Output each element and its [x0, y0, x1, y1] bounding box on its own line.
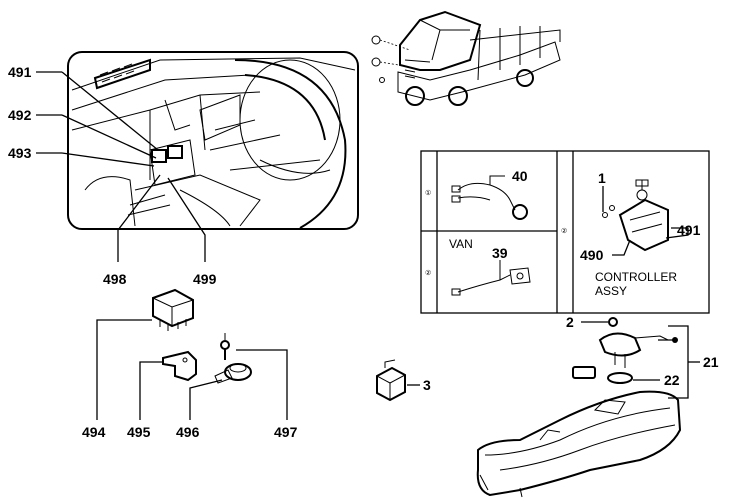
fuel-tank: [476, 390, 682, 498]
marker-1-top: ①: [425, 189, 431, 197]
relay-3-part: [376, 359, 406, 402]
callout-40: 40: [512, 168, 528, 184]
marker-2-controller: ②: [561, 227, 567, 235]
callout-22: 22: [664, 372, 680, 388]
callout-493: 493: [8, 145, 32, 161]
callout-21: 21: [703, 354, 719, 370]
truck-illustration: [397, 10, 561, 106]
callout-499: 499: [193, 271, 217, 287]
callout-1: 1: [598, 170, 606, 186]
controller-label-line1: CONTROLLER: [595, 270, 677, 284]
callout-498: 498: [103, 271, 127, 287]
callout-494: 494: [82, 424, 106, 440]
truck-markers: [371, 35, 411, 83]
fuel-pump: [572, 317, 669, 384]
controller-assy: [602, 179, 669, 252]
callout-495: 495: [127, 424, 151, 440]
callout-490: 490: [580, 247, 604, 263]
callout-496: 496: [176, 424, 200, 440]
bracket-part: [162, 350, 197, 382]
callout-491: 491: [8, 64, 32, 80]
van-label: VAN: [449, 237, 473, 251]
relay-part: [152, 288, 194, 331]
screw-part: [220, 333, 230, 360]
harness-39: [451, 260, 531, 296]
callout-497: 497: [274, 424, 298, 440]
harness-box: [420, 150, 710, 314]
callout-492: 492: [8, 107, 32, 123]
callout-491-controller: 491: [677, 222, 701, 238]
controller-label-line2: ASSY: [595, 284, 627, 298]
harness-40: [451, 175, 528, 220]
inset-leader-lines: [36, 71, 206, 262]
dashboard-inset: [67, 51, 359, 230]
callout-3: 3: [423, 377, 431, 393]
marker-2-van: ②: [425, 269, 431, 277]
callout-39: 39: [492, 245, 508, 261]
callout-2: 2: [566, 314, 574, 330]
